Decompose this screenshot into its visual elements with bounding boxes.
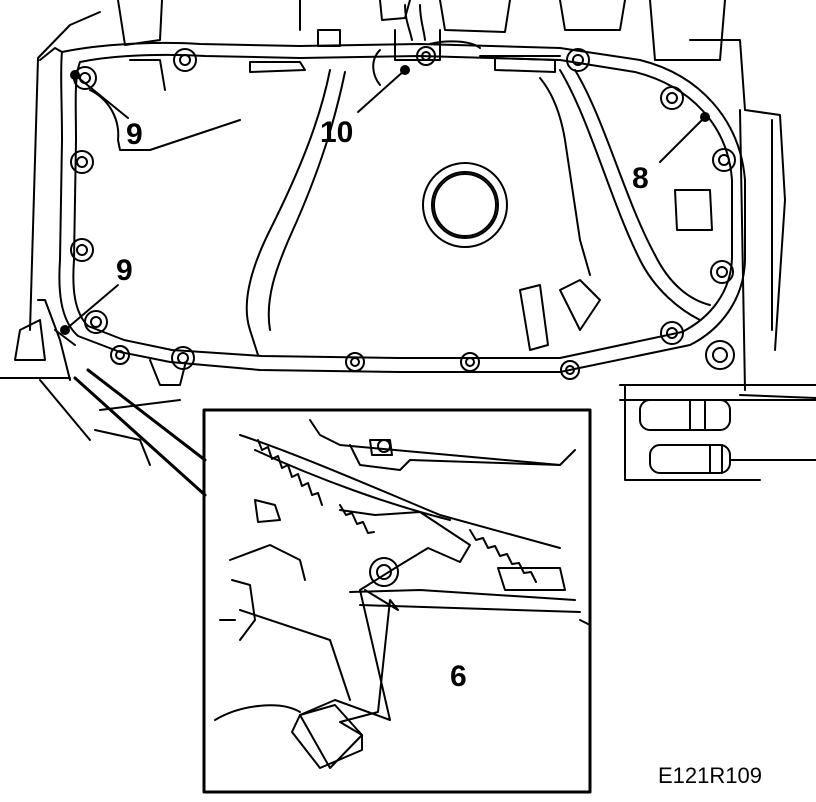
sensor-connector (317, 4, 441, 61)
oil-pan-flange-outer (58, 41, 746, 373)
callout-9-lower: 9 (116, 254, 133, 287)
left-stiffener (37, 47, 186, 386)
oil-pan-body (89, 40, 713, 356)
engine-block-outline (0, 0, 816, 481)
callout-8: 8 (632, 162, 649, 195)
callout-6: 6 (450, 660, 467, 693)
flywheel-locking-tool (291, 509, 471, 769)
detail-inset-frame (73, 368, 592, 794)
ring-gear-teeth (257, 439, 537, 583)
oil-drain-boss (422, 162, 508, 248)
callout-10: 10 (320, 116, 354, 149)
inset-flywheel-detail (214, 419, 591, 769)
figure-code: E121R109 (658, 763, 762, 788)
callout-9-upper: 9 (126, 118, 143, 151)
